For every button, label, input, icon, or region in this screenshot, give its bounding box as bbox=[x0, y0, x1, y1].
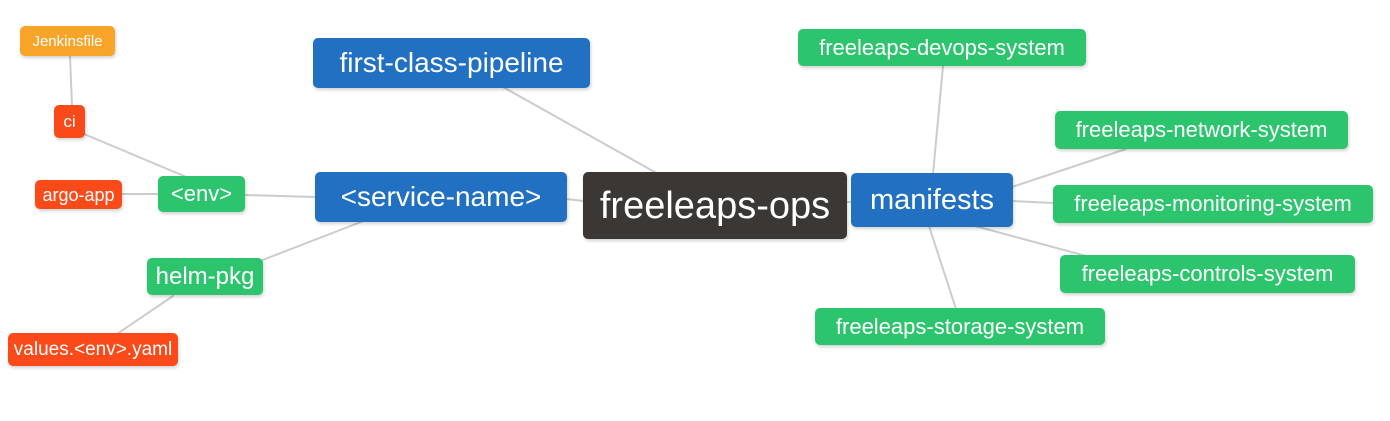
edge-ci-env bbox=[83, 133, 197, 182]
node-jenkinsfile[interactable]: Jenkinsfile bbox=[20, 26, 115, 56]
node-freeleaps-ops-root[interactable]: freeleaps-ops bbox=[583, 172, 847, 239]
edge-env-service-name bbox=[243, 194, 317, 198]
edge-manifests-devops bbox=[932, 65, 944, 175]
node-freeleaps-storage-system[interactable]: freeleaps-storage-system bbox=[815, 308, 1105, 345]
edge-helm-pkg-service-name bbox=[259, 219, 367, 262]
node-values-env-yaml[interactable]: values.<env>.yaml bbox=[8, 333, 178, 366]
node-env[interactable]: <env> bbox=[158, 176, 245, 212]
node-freeleaps-devops-system[interactable]: freeleaps-devops-system bbox=[798, 29, 1086, 66]
node-manifests[interactable]: manifests bbox=[851, 173, 1013, 227]
node-first-class-pipeline[interactable]: first-class-pipeline bbox=[313, 38, 590, 88]
node-freeleaps-monitoring-system[interactable]: freeleaps-monitoring-system bbox=[1053, 185, 1373, 223]
edge-values-helm-pkg bbox=[116, 295, 174, 335]
edge-manifests-storage bbox=[928, 225, 957, 310]
node-freeleaps-controls-system[interactable]: freeleaps-controls-system bbox=[1060, 255, 1355, 293]
edge-manifests-monitoring bbox=[1011, 200, 1055, 204]
node-freeleaps-network-system[interactable]: freeleaps-network-system bbox=[1055, 111, 1348, 149]
node-service-name[interactable]: <service-name> bbox=[315, 172, 567, 222]
edge-manifests-network bbox=[1011, 148, 1127, 188]
edge-service-name-ops bbox=[565, 198, 585, 202]
node-ci[interactable]: ci bbox=[54, 105, 85, 138]
node-argo-app[interactable]: argo-app bbox=[35, 180, 122, 209]
edge-fcp-freeleaps-ops bbox=[502, 86, 661, 176]
node-helm-pkg[interactable]: helm-pkg bbox=[147, 258, 263, 295]
edge-jenkinsfile-ci bbox=[69, 55, 73, 107]
edge-manifests-controls bbox=[974, 225, 1091, 258]
